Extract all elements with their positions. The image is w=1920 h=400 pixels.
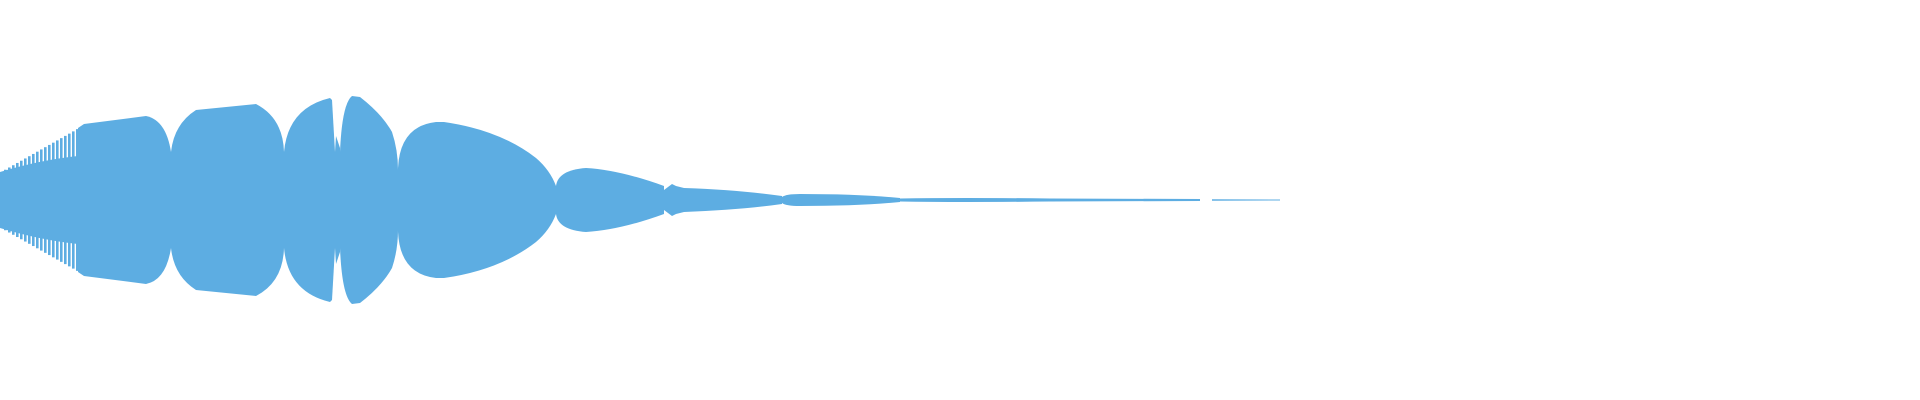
waveform-tail-3 <box>1212 199 1280 201</box>
waveform-notch-1 <box>335 136 340 264</box>
waveform-attack-core <box>0 156 78 244</box>
waveform-lobe-4 <box>340 96 398 304</box>
waveform-tail-2 <box>900 198 1200 202</box>
waveform-lobe-2 <box>171 104 284 296</box>
waveform-tail-1 <box>782 194 900 206</box>
waveform-lobe-6 <box>556 168 664 232</box>
waveform-lobe-5 <box>398 122 556 278</box>
waveform-attack-cycles <box>0 129 79 271</box>
waveform-lobe-3 <box>284 98 335 302</box>
waveform-lobe-7 <box>664 184 782 216</box>
waveform-lobe-1 <box>78 116 171 284</box>
waveform-shape <box>0 96 1280 304</box>
